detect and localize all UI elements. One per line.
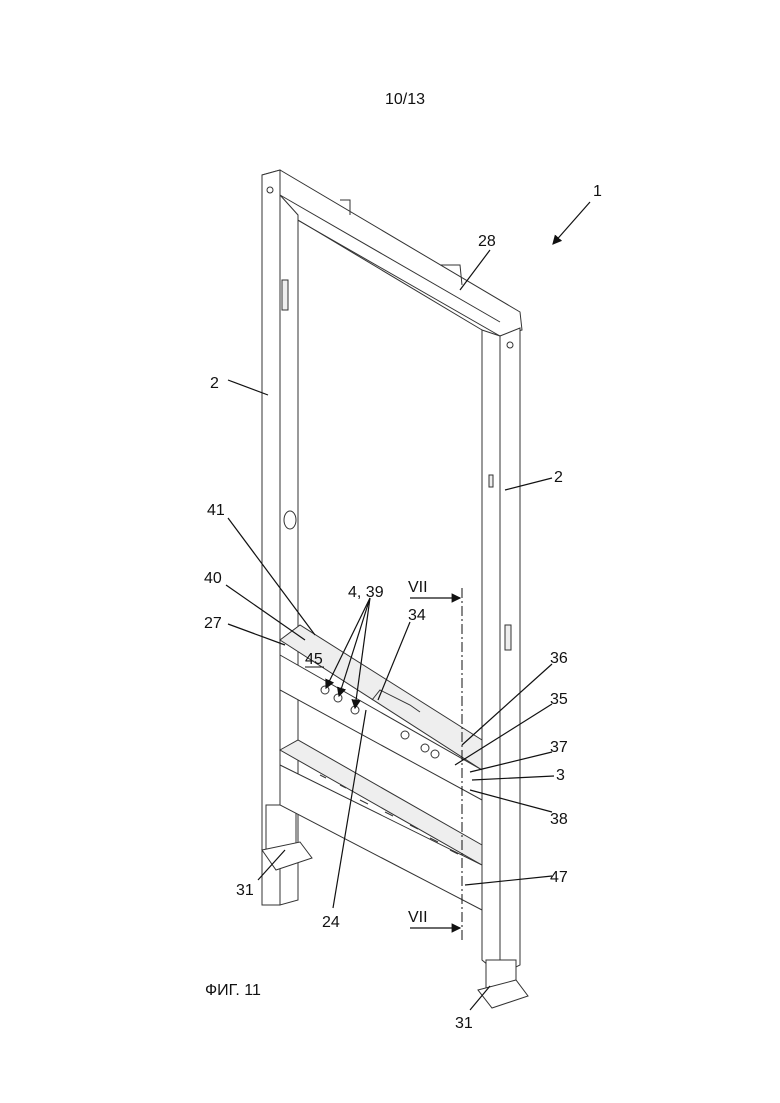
label-45: 45 (305, 651, 323, 668)
label-38: 38 (550, 811, 568, 828)
left-post (262, 170, 280, 905)
right-post (500, 328, 520, 975)
section-label-vii-top: VII (408, 579, 428, 596)
label-47: 47 (550, 869, 568, 886)
label-1: 1 (593, 183, 602, 200)
label-41: 41 (207, 502, 225, 519)
right-post-slot (489, 475, 493, 487)
top-rail (262, 170, 522, 336)
leader-1-arrow (553, 202, 590, 244)
leader-28 (460, 250, 490, 290)
label-2-left: 2 (210, 375, 219, 392)
left-post-slot (282, 280, 288, 310)
label-37: 37 (550, 739, 568, 756)
figure-caption: ФИГ. 11 (205, 982, 261, 999)
top-rail-edge (280, 195, 500, 322)
right-post-inner-face (482, 330, 500, 975)
label-34: 34 (408, 607, 426, 624)
label-31-bottom: 31 (455, 1015, 473, 1032)
label-40: 40 (204, 570, 222, 587)
left-foot-leg (266, 805, 296, 850)
label-3: 3 (556, 767, 565, 784)
page-number: 10/13 (385, 91, 425, 108)
section-label-vii-bottom: VII (408, 909, 428, 926)
label-28: 28 (478, 233, 496, 250)
label-27: 27 (204, 615, 222, 632)
label-35: 35 (550, 691, 568, 708)
label-31-left: 31 (236, 882, 254, 899)
label-4-39: 4, 39 (348, 584, 384, 601)
label-2-right: 2 (554, 469, 563, 486)
right-post-slot (505, 625, 511, 650)
label-36: 36 (550, 650, 568, 667)
label-24: 24 (322, 914, 340, 931)
